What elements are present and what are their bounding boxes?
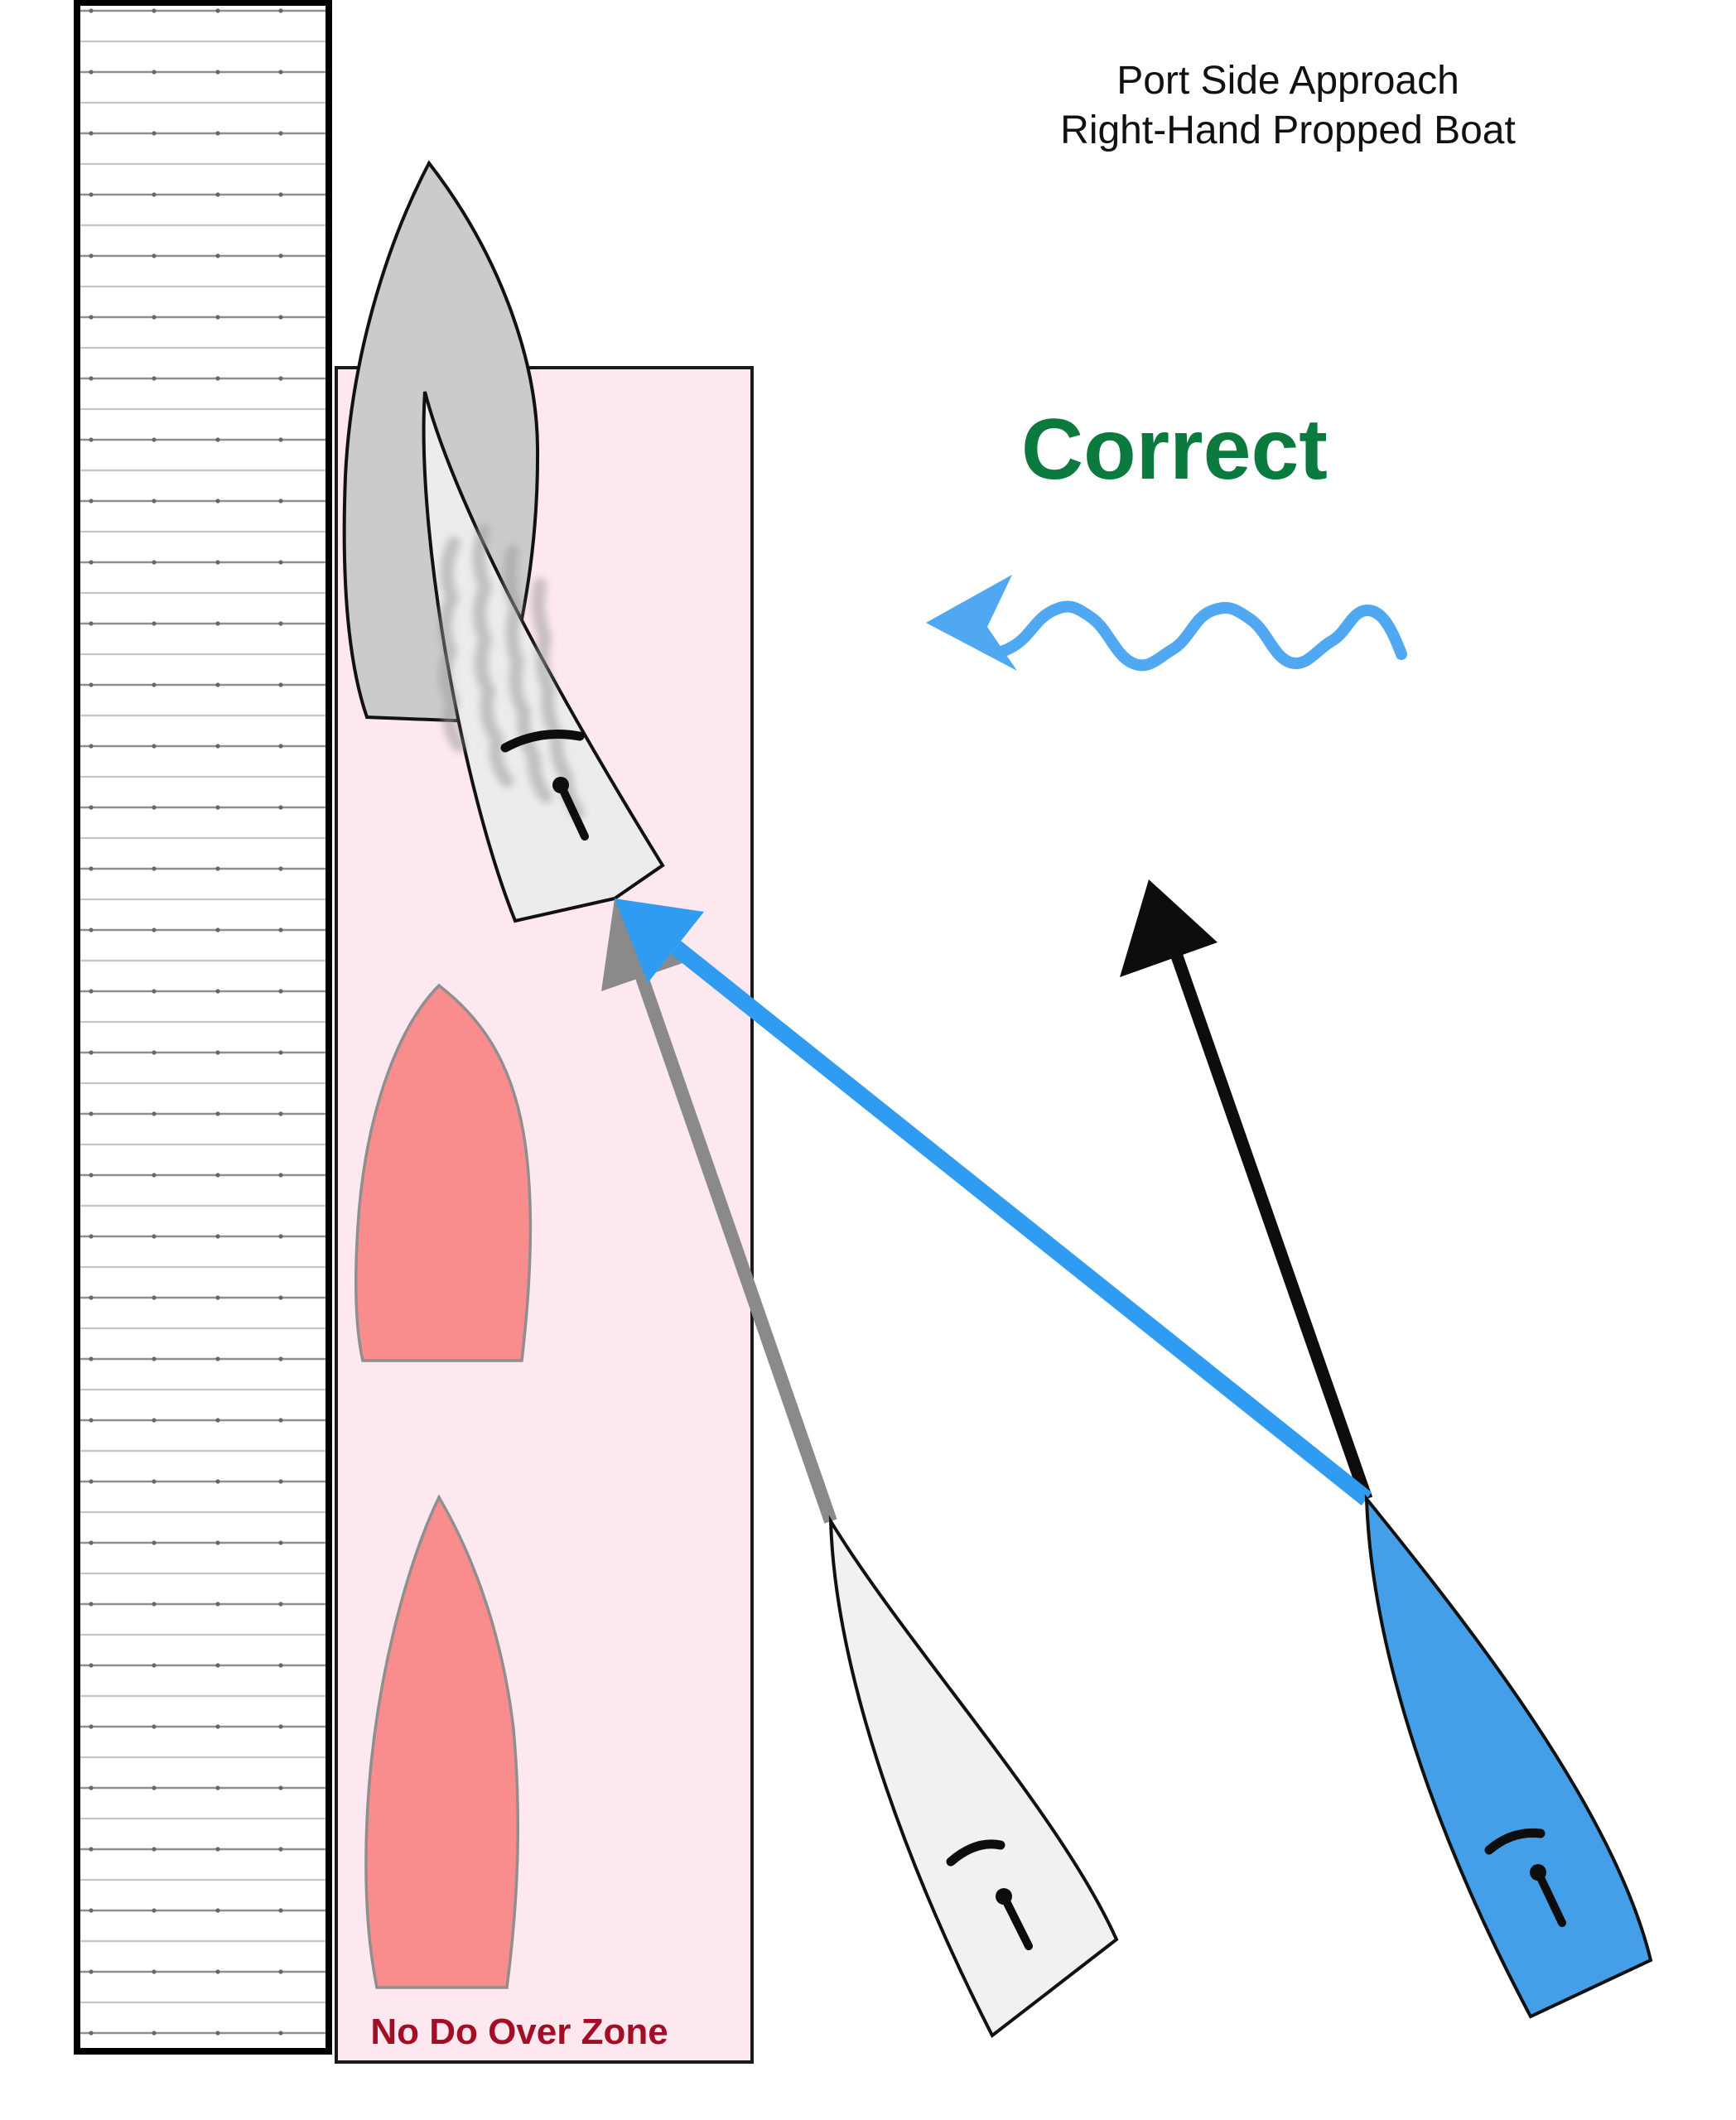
black-arrow-shaft xyxy=(1167,944,1373,1501)
diagram-title-line2: Right-Hand Propped Boat xyxy=(1060,108,1516,152)
wavy-arrow-line xyxy=(976,600,1407,672)
approaching-blue-boat xyxy=(1364,1494,1653,2019)
docked-boat xyxy=(422,391,665,923)
dock-planks xyxy=(77,2,329,2051)
moored-red-boat-lower xyxy=(364,1494,520,1989)
docked-boat-tiller xyxy=(557,781,589,841)
gray-arrow-shaft xyxy=(635,975,837,1524)
no-do-over-zone-label: No Do Over Zone xyxy=(370,2012,668,2052)
docked-boat-boom xyxy=(500,729,585,753)
diagram-title-line1: Port Side Approach xyxy=(1116,59,1459,103)
wavy-arrow-head xyxy=(926,575,1017,671)
moored-red-boat-upper xyxy=(354,983,533,1362)
black-heading-arrow xyxy=(1120,879,1373,1501)
white-boat-hull xyxy=(828,1515,1119,2039)
blue-approach-arrow xyxy=(615,899,1372,1506)
prop-wash-swirls xyxy=(438,524,585,820)
dock xyxy=(74,0,332,2055)
white-boat-boom xyxy=(946,1839,1005,1867)
black-arrow-head xyxy=(1120,879,1218,977)
blue-boat-tiller xyxy=(1534,1868,1566,1927)
approaching-white-boat xyxy=(828,1515,1119,2039)
blue-boat-hull xyxy=(1364,1494,1653,2019)
dock-border xyxy=(74,0,332,2055)
blue-arrow-shaft xyxy=(670,941,1372,1506)
white-boat-tiller xyxy=(1000,1892,1033,1950)
wind-direction-wavy-arrow xyxy=(926,575,1407,672)
blue-arrow-head xyxy=(615,899,704,983)
blue-boat-boom xyxy=(1484,1828,1546,1855)
verdict-label: Correct xyxy=(1021,402,1328,498)
